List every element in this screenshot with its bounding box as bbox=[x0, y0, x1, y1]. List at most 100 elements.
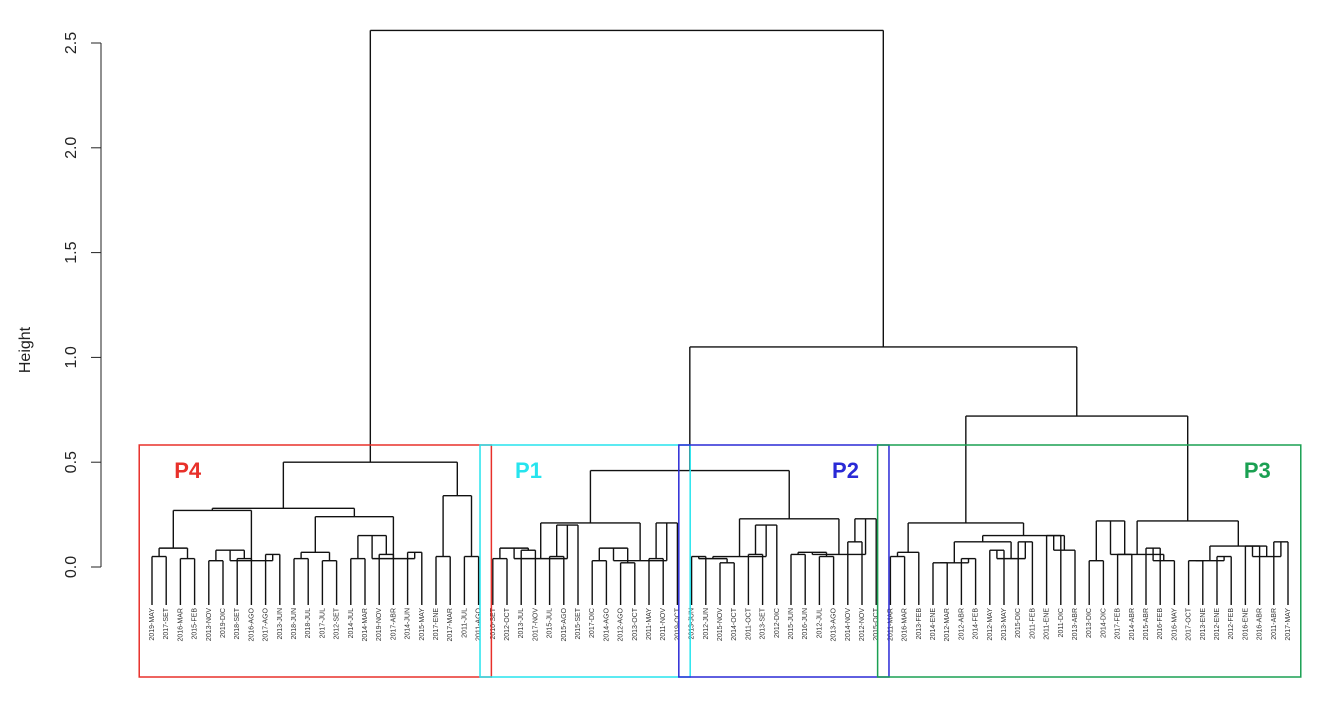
leaf-label: 2017-MAY bbox=[1285, 608, 1292, 641]
leaf-label: 2012-JUN bbox=[703, 608, 710, 640]
leaf-label: 2015-DIC bbox=[1015, 608, 1022, 638]
y-tick-label: 2.0 bbox=[63, 137, 80, 159]
leaf-label: 2011-MAR bbox=[887, 608, 894, 641]
leaf-label: 2011-DIC bbox=[1058, 608, 1065, 637]
leaf-label: 2012-NOV bbox=[859, 608, 866, 641]
y-axis: 0.0 0.5 1.0 1.5 2.0 2.5 bbox=[63, 32, 102, 578]
leaf-label: 2018-JUL bbox=[305, 608, 312, 638]
cluster-boxes: P4 P1 P2 P3 bbox=[138, 444, 1302, 678]
leaf-label: 2017-ENE bbox=[433, 608, 440, 641]
leaf-label: 2012-SET bbox=[334, 607, 341, 639]
leaf-label: 2017-FEB bbox=[1115, 608, 1122, 640]
leaf-label: 2014-FEB bbox=[973, 608, 980, 640]
leaf-label: 2017-NOV bbox=[532, 608, 539, 641]
leaf-label: 2018-SET bbox=[234, 607, 241, 639]
leaf-label: 2013-ENE bbox=[1200, 608, 1207, 641]
y-axis-label: Height bbox=[17, 326, 34, 373]
leaf-label: 2015-FEB bbox=[192, 608, 199, 640]
leaf-label: 2012-ABR bbox=[958, 608, 965, 640]
leaf-label: 2016-JUN bbox=[802, 608, 809, 640]
leaf-label: 2016-AGO bbox=[248, 607, 255, 641]
leaf-label: 2011-OCT bbox=[745, 607, 752, 640]
leaf-labels: 2019-MAY 2017-SET 2016-MAR 2015-FEB 2013-NOV… bbox=[149, 607, 1292, 641]
leaf-label: 2013-AGO bbox=[831, 607, 838, 641]
leaf-label: 2015-AGO bbox=[561, 607, 568, 641]
leaf-label: 2012-ENE bbox=[1214, 608, 1221, 641]
leaf-label: 2015-SET bbox=[575, 607, 582, 639]
leaf-label: 2011-JUL bbox=[461, 608, 468, 638]
leaf-label: 2015-JUL bbox=[547, 608, 554, 638]
leaf-label: 2014-OCT bbox=[731, 607, 738, 640]
leaf-label: 2013-SET bbox=[760, 607, 767, 639]
leaf-label: 2016-ABR bbox=[1257, 608, 1264, 640]
leaf-label: 2019-DIC bbox=[220, 608, 227, 638]
leaf-label: 2015-OCT bbox=[873, 607, 880, 640]
leaf-label: 2019-MAY bbox=[149, 608, 156, 641]
leaf-label: 2017-DIC bbox=[589, 608, 596, 638]
leaf-label: 2015-MAY bbox=[419, 608, 426, 641]
leaf-label: 2017-MAR bbox=[447, 608, 454, 641]
cluster-box-p4 bbox=[138, 444, 493, 678]
leaf-label: 2013-JUL bbox=[518, 608, 525, 638]
leaf-label: 2011-NOV bbox=[660, 608, 667, 641]
cluster-label-p2: P2 bbox=[832, 458, 859, 483]
leaf-label: 2017-SET bbox=[163, 607, 170, 639]
leaf-label: 2012-MAR bbox=[944, 608, 951, 641]
leaf-label: 2011-MAY bbox=[646, 608, 653, 640]
leaf-label: 2011-AGO bbox=[476, 607, 483, 640]
leaf-label: 2015-ABR bbox=[1143, 608, 1150, 640]
leaf-label: 2016-MAR bbox=[177, 608, 184, 641]
leaf-label: 2014-JUN bbox=[405, 608, 412, 640]
leaf-label: 2017-ABR bbox=[390, 608, 397, 640]
leaf-label: 2012-JUL bbox=[816, 608, 823, 638]
leaf-label: 2013-DIC bbox=[1086, 608, 1093, 638]
leaf-label: 2016-ENE bbox=[1242, 608, 1249, 641]
leaf-label: 2014-ENE bbox=[930, 608, 937, 641]
leaf-label: 2013-FEB bbox=[916, 608, 923, 640]
leaf-label: 2016-MAR bbox=[902, 608, 909, 641]
leaf-label: 2011-ENE bbox=[1044, 608, 1051, 640]
leaf-label: 2017-JUL bbox=[319, 608, 326, 638]
leaf-label: 2013-OCT bbox=[632, 607, 639, 640]
leaf-label: 2013-NOV bbox=[206, 608, 213, 641]
leaf-label: 2012-MAY bbox=[987, 608, 994, 641]
leaf-label: 2013-MAY bbox=[1001, 608, 1008, 641]
leaf-label: 2012-DIC bbox=[774, 608, 781, 638]
y-tick-label: 0.0 bbox=[63, 556, 80, 578]
leaf-label: 2015-JUN bbox=[788, 608, 795, 640]
cluster-label-p1: P1 bbox=[515, 458, 542, 483]
leaf-label: 2017-AGO bbox=[263, 607, 270, 641]
leaf-label: 2018-JUN bbox=[291, 608, 298, 640]
leaf-label: 2014-JUL bbox=[348, 608, 355, 638]
leaf-label: 2012-AGO bbox=[618, 607, 625, 641]
leaf-label: 2013-JUN bbox=[277, 608, 284, 640]
leaf-label: 2012-FEB bbox=[1228, 608, 1235, 640]
y-tick-label: 1.5 bbox=[63, 241, 80, 263]
leaf-label: 2014-NOV bbox=[845, 608, 852, 641]
y-tick-label: 0.5 bbox=[63, 451, 80, 473]
leaf-label: 2017-OCT bbox=[1186, 607, 1193, 640]
cluster-label-p4: P4 bbox=[174, 458, 202, 483]
leaf-label: 2013-ABR bbox=[1072, 608, 1079, 640]
cluster-box-p2 bbox=[678, 444, 890, 678]
cluster-box-p3 bbox=[876, 444, 1302, 678]
leaf-label: 2012-OCT bbox=[504, 607, 511, 640]
cluster-box-p1 bbox=[479, 444, 691, 678]
dendrogram-tree bbox=[151, 29, 1289, 605]
leaf-label: 2014-DIC bbox=[1100, 608, 1107, 638]
leaf-label: 2013-JUN bbox=[689, 608, 696, 640]
y-tick-label: 1.0 bbox=[63, 346, 80, 368]
leaf-label: 2011-ABR bbox=[1271, 608, 1278, 640]
leaf-label: 2019-OCT bbox=[674, 607, 681, 640]
leaf-label: 2016-SET bbox=[490, 607, 497, 639]
leaf-label: 2014-MAR bbox=[362, 608, 369, 641]
cluster-label-p3: P3 bbox=[1244, 458, 1271, 483]
leaf-label: 2014-AGO bbox=[603, 607, 610, 641]
y-tick-label: 2.5 bbox=[63, 32, 80, 54]
leaf-label: 2014-ABR bbox=[1129, 608, 1136, 640]
leaf-label: 2011-FEB bbox=[1029, 608, 1036, 639]
leaf-label: 2019-NOV bbox=[376, 608, 383, 641]
leaf-label: 2015-NOV bbox=[717, 608, 724, 641]
leaf-label: 2016-MAY bbox=[1171, 608, 1178, 641]
